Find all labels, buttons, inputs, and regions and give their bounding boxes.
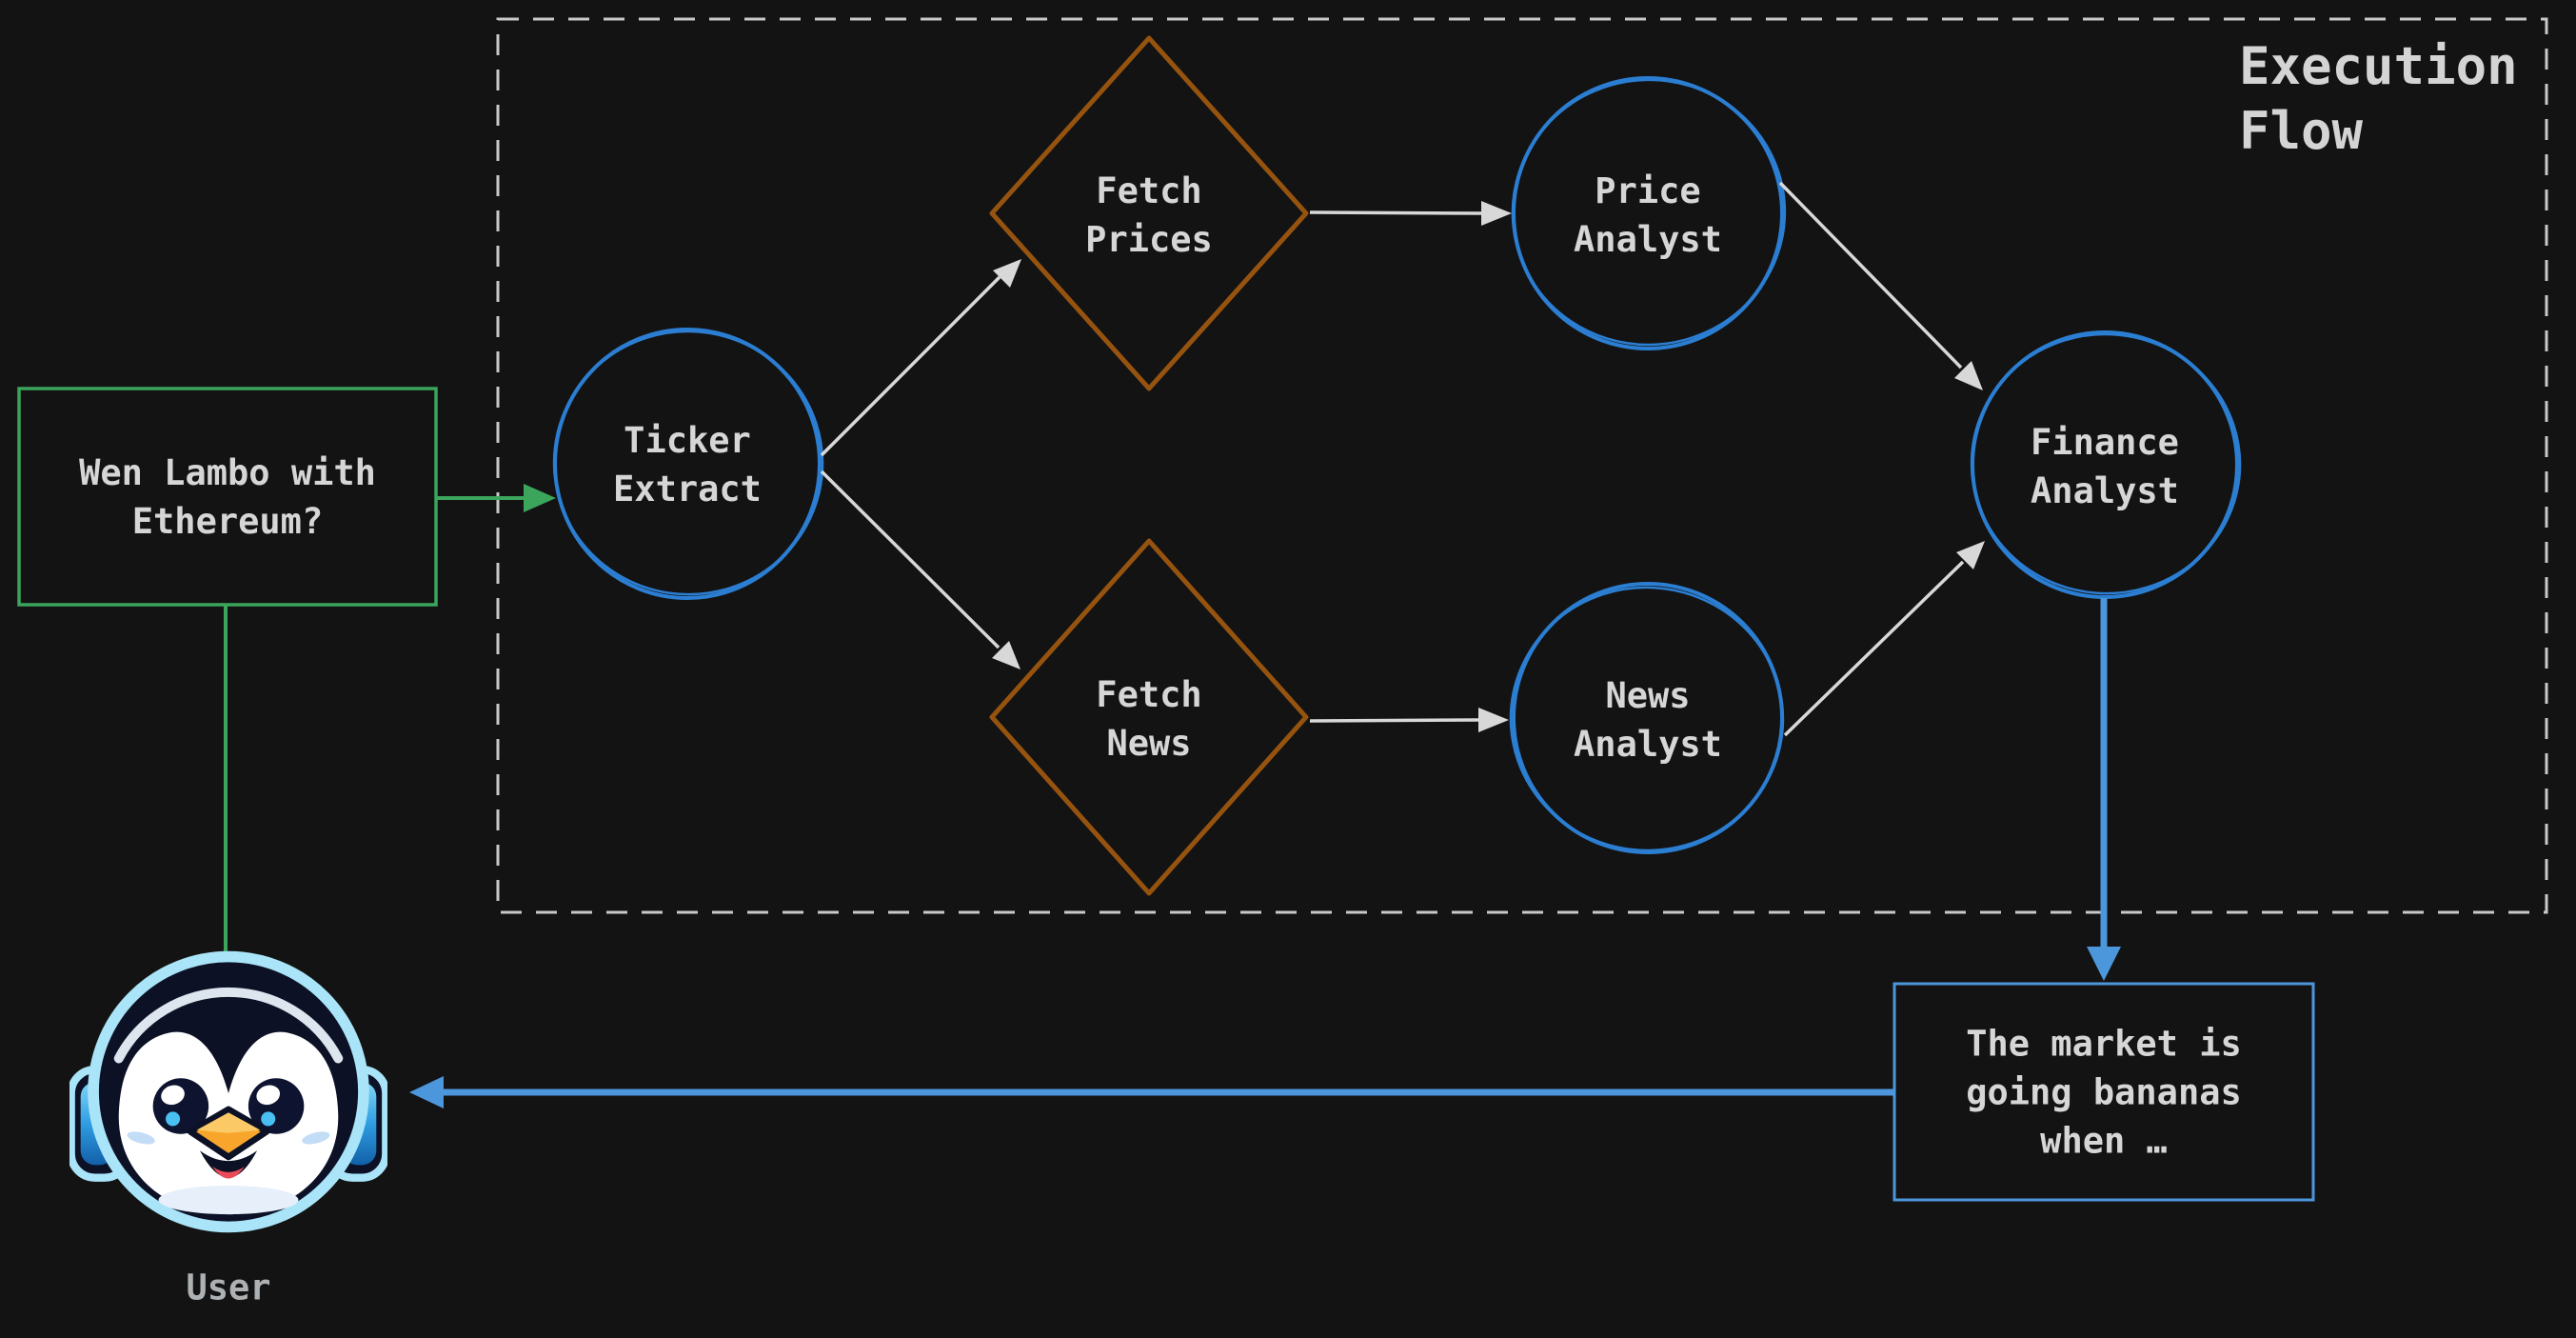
penguin-avatar-icon (69, 950, 387, 1233)
node-news-analyst-shape (1509, 582, 1785, 854)
edge-price-analyst-to-finance (1778, 181, 1983, 390)
edge-ticker-to-fetch-news (820, 469, 1020, 669)
node-finance-analyst-shape (1970, 330, 2242, 599)
edge-fetch-news-to-news-analyst (1309, 708, 1509, 732)
node-ticker-extract-shape (552, 328, 824, 600)
node-fetch-prices-shape (989, 35, 1309, 391)
node-price-analyst-shape (1511, 76, 1787, 350)
edge-query-to-ticker (436, 484, 556, 512)
answer-box-shape (1892, 982, 2315, 1202)
execution-flow-boundary (496, 17, 2548, 914)
edge-ticker-to-fetch-prices (820, 259, 1021, 457)
node-fetch-news-shape (989, 538, 1309, 896)
query-box-shape (17, 387, 438, 607)
edge-answer-to-user (409, 1076, 1894, 1108)
edge-fetch-prices-to-price-analyst (1309, 201, 1512, 226)
edge-finance-to-answer (2087, 598, 2121, 981)
edge-news-analyst-to-finance (1783, 541, 1985, 737)
